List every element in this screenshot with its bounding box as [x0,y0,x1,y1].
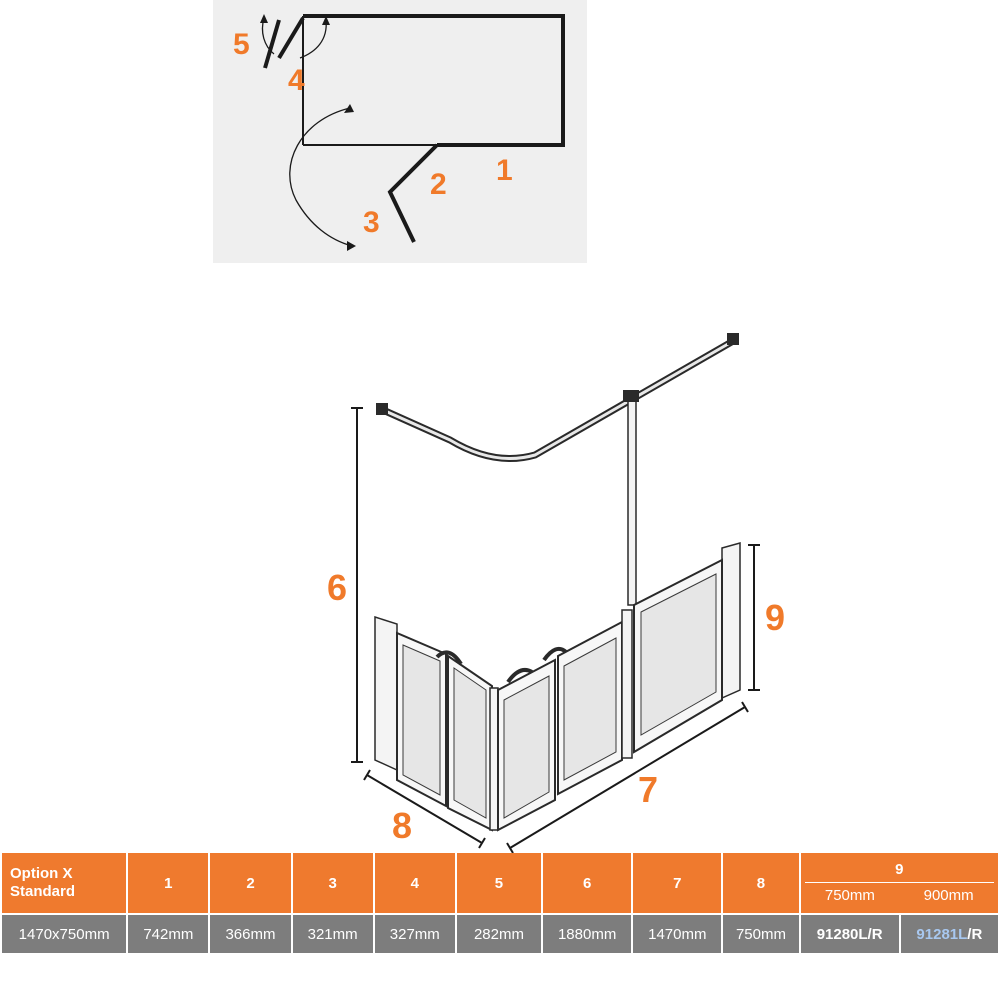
header-col-9-label: 9 [895,860,904,878]
header-col-2: 2 [210,853,291,913]
door-handle-icon [506,668,534,684]
standard-label: Standard [10,883,76,900]
header-option-cell: Option X Standard [2,853,127,913]
arrow-head-icon [322,16,330,25]
iso-label-9: 9 [765,597,785,638]
header-col-6: 6 [543,853,632,913]
size-cell: 1470x750mm [2,915,127,953]
right-wall-post [721,542,741,700]
header-col-9-750: 750mm [824,886,875,904]
value-col-3: 321mm [292,915,373,953]
header-col-1: 1 [128,853,209,913]
value-col-7: 1470mm [633,915,722,953]
value-col-6: 1880mm [543,915,632,953]
dimension-line-8 [366,774,483,844]
header-col-8: 8 [723,853,799,913]
pole-connector [623,390,639,402]
arrow-head-icon [260,14,268,23]
product-code-900-suffix: /R [967,925,983,943]
plan-door-panels [387,143,439,243]
plan-label-3: 3 [363,206,380,239]
isometric-shower-illustration: 6 9 7 8 [327,333,785,853]
header-divider [804,881,994,883]
header-col-9-900: 900mm [923,886,974,904]
product-code-900-link[interactable]: 91281L [916,925,968,943]
mid-post [621,609,633,759]
door-handle-icon [542,646,568,662]
rail-bracket-left [376,403,388,415]
plan-small-leaf-b [263,19,281,69]
plan-view-background [213,0,587,263]
iso-label-6: 6 [327,567,347,608]
value-col-4: 327mm [374,915,455,953]
plan-swing-arc-large [289,107,353,247]
header-col-5: 5 [456,853,542,913]
option-label: Option X [10,865,73,882]
iso-label-7: 7 [638,769,658,810]
dimension-line-7 [509,706,746,849]
product-code-750: 91280L/R [800,915,899,953]
value-col-5: 282mm [456,915,542,953]
value-col-2: 366mm [210,915,291,953]
header-col-3: 3 [292,853,373,913]
plan-label-4: 4 [288,64,305,97]
plan-label-5: 5 [233,28,250,61]
value-col-1: 742mm [128,915,209,953]
value-col-8: 750mm [723,915,799,953]
rail-bracket-right [727,333,739,345]
table-values-row: 1470x750mm 742mm 366mm 321mm 327mm 282mm… [2,915,998,953]
plan-label-1: 1 [496,154,513,187]
support-pole [627,394,637,606]
arrow-head-icon [344,104,354,113]
product-code-900: 91281L/R [900,915,998,953]
plan-label-2: 2 [430,168,447,201]
iso-label-8: 8 [392,805,412,846]
header-col-7: 7 [633,853,722,913]
plan-wall-outline [303,14,565,147]
left-wall-post [374,615,398,772]
header-col-9: 9 750mm 900mm [800,853,998,913]
table-header-row: Option X Standard 1 2 3 4 5 6 7 8 9 750m… [2,853,998,913]
corner-post [489,687,499,831]
header-col-4: 4 [374,853,455,913]
plan-small-leaf-a [277,16,305,60]
specification-table: Option X Standard 1 2 3 4 5 6 7 8 9 750m… [0,853,1000,953]
arrow-head-icon [347,241,356,251]
plan-view-diagram: 1 2 3 4 5 [233,14,565,251]
door-handle-icon [435,650,463,666]
